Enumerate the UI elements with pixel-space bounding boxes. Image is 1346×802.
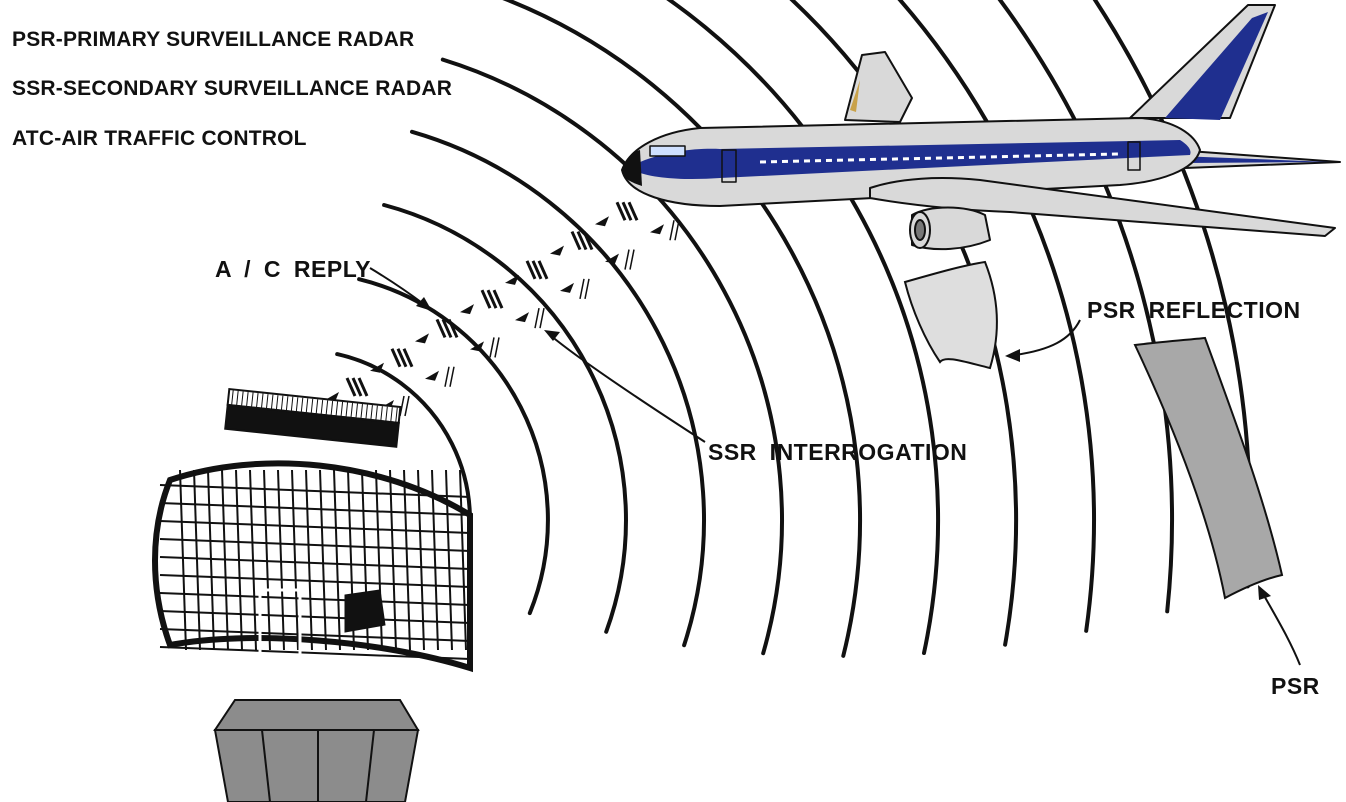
reply-pulse [447, 318, 459, 339]
psr-wave-arc [382, 203, 628, 634]
interrogation-pulse [579, 278, 585, 300]
reply-arrowhead [595, 216, 609, 227]
reply-pulse [576, 230, 588, 251]
interrogation-pulse [624, 249, 630, 270]
psr-wavefronts [335, 0, 1252, 658]
psr-wave-arc [440, 57, 784, 656]
reply-pulse [441, 318, 453, 339]
interrogation-pulse [494, 337, 500, 358]
reply-arrowhead [460, 304, 474, 315]
interrogation-pulse [534, 307, 540, 329]
label-psr: PSR [1271, 673, 1320, 699]
reply-arrowhead [415, 333, 429, 344]
reply-pulse [486, 289, 498, 309]
reply-pulse [351, 377, 363, 397]
interrogation-pulse [444, 366, 450, 387]
reply-pulse [357, 377, 369, 397]
label-psr-reflection: PSR REFLECTION [1087, 297, 1301, 323]
reply-pulse [345, 377, 357, 397]
legend-ssr: SSR-SECONDARY SURVEILLANCE RADAR [12, 77, 453, 100]
radar-antenna-icon [152, 387, 473, 702]
reply-pulse [615, 201, 627, 221]
psr-wave-arc [410, 129, 706, 648]
interrogation-arrowhead [470, 341, 484, 352]
arrowheads [416, 297, 1271, 600]
label-ac-reply: A / C REPLY [215, 256, 371, 282]
reply-arrowhead [550, 245, 564, 256]
reply-pulse [396, 348, 408, 368]
psr-wave-arc [997, 0, 1174, 614]
interrogation-arrowhead [650, 224, 664, 235]
reply-pulse [627, 201, 639, 221]
reply-pulse [480, 289, 492, 309]
airplane-icon [621, 4, 1341, 251]
interrogation-pulse [489, 337, 495, 358]
psr-reflection-patch [903, 260, 998, 370]
reply-arrowhead [505, 274, 519, 285]
psr-wave-arc [502, 0, 863, 658]
psr-wave-arc [1092, 0, 1252, 589]
legend-atc: ATC-AIR TRAFFIC CONTROL [12, 127, 307, 150]
interrogation-pulse [404, 395, 410, 417]
interrogation-arrowhead [515, 312, 529, 323]
interrogation-pulse [584, 278, 590, 300]
reply-pulse [531, 260, 543, 280]
label-ssr-interrogation: SSR INTERROGATION [708, 439, 968, 465]
interrogation-arrowhead [560, 282, 574, 293]
reply-pulse [390, 348, 402, 368]
reply-pulse [621, 201, 633, 221]
psr-wave-arc [897, 0, 1096, 633]
psr-wave-arc [357, 277, 550, 616]
interrogation-pulse [539, 307, 545, 329]
reply-pulse [570, 230, 582, 251]
leader-arrows [369, 267, 1301, 666]
control-tower-icon [213, 699, 420, 802]
reply-pulse [402, 348, 414, 368]
signal-beam [325, 201, 680, 417]
reply-pulse [525, 260, 537, 280]
interrogation-arrowhead [605, 253, 619, 264]
interrogation-pulse [629, 249, 635, 270]
interrogation-arrowhead [425, 370, 439, 381]
reply-pulse [492, 289, 504, 309]
interrogation-pulse [449, 366, 455, 387]
reply-pulse [582, 230, 594, 251]
reply-pulse [435, 318, 447, 339]
interrogation-pulse [674, 220, 680, 241]
interrogation-pulse [669, 220, 675, 241]
psr-wave-arc [666, 0, 940, 655]
reply-pulse [537, 260, 549, 280]
legend-psr: PSR-PRIMARY SURVEILLANCE RADAR [12, 28, 415, 51]
reply-arrowhead [370, 362, 384, 373]
psr-band [1133, 336, 1284, 600]
